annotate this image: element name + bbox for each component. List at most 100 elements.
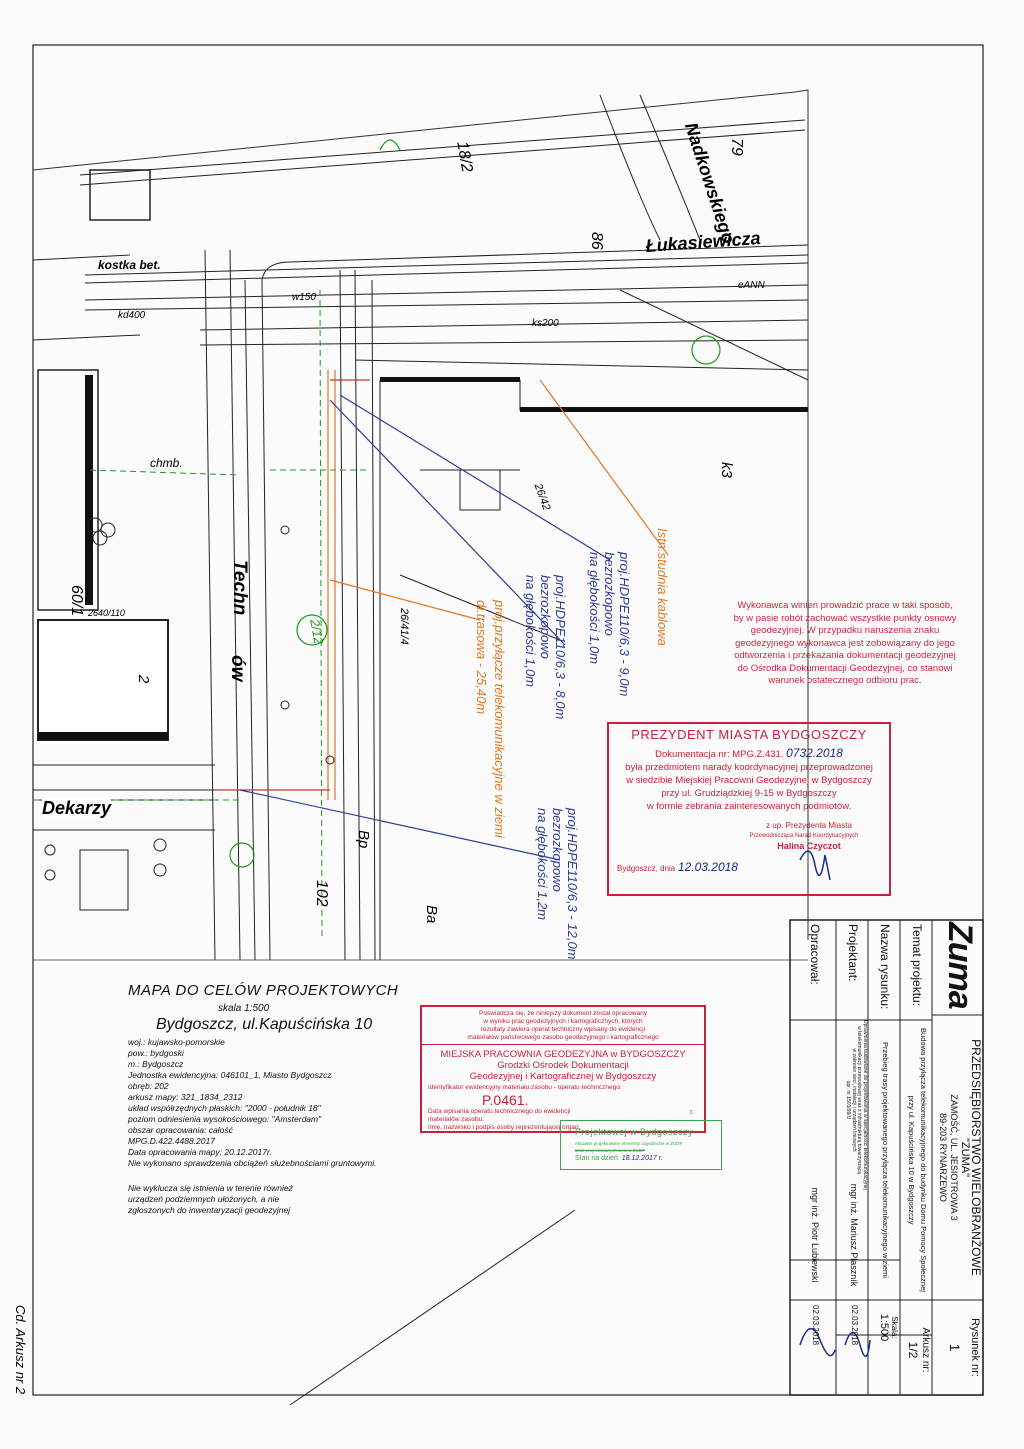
map-label-kd400: kd400 (118, 310, 146, 321)
temat-line-2: przy ul. Kapuścińska 10 w Bydgoszczy (907, 1095, 916, 1225)
company-postcode: 89-203 RYNARZEWO (938, 1113, 948, 1202)
street-label-dekarzy: Dekarzy (42, 798, 112, 819)
annotation-proj3: proj.przyłącze telekomunikacyjne w ziemi… (472, 600, 508, 838)
street-label-techn: Techn (229, 560, 250, 616)
warning-line: by w pasie robót zachować wszystkie punk… (733, 612, 957, 624)
stamp-prezydent: PREZYDENT MIASTA BYDGOSZCZY Dokumentacja… (607, 722, 891, 896)
warning-line: geodezyjnej. W przypadku naruszenia znak… (750, 625, 940, 636)
stamp-prezydent-line: w formie zebrania zainteresowanych podmi… (646, 801, 852, 812)
warning-line: Wykonawca winien prowadzić prace w taki … (737, 600, 953, 611)
stamp-mpg: Poświadcza się, że niniejszy dokument zo… (420, 1005, 706, 1133)
map-label-bp: Bp (355, 830, 372, 849)
annotation-proj4-line3: na głębokości 1,2m (535, 808, 550, 921)
projektant-name: mgr inż. Mariusz Plaszník (849, 1183, 859, 1287)
map-info-line: Data opracowania mapy: 20.12.2017r. (128, 1147, 272, 1157)
title-block-projektant-row: Projektant: Uprawnienia budowlane do pro… (836, 920, 869, 1395)
drawing-number-label: Rysunek nr: (969, 1318, 981, 1377)
stamp-mpg-intro-line: materiałów państwowego zasobu geodezyjne… (467, 1034, 659, 1041)
map-info-note-line: urządzeń podziemnych ułożonych, a nie (128, 1194, 280, 1204)
warning-line: warunek ostatecznego odbioru prac. (768, 675, 922, 686)
map-label-k3: k3 (718, 462, 735, 478)
annotation-proj1-line1: proj.HDPE110/6,3 - 9,0m (617, 552, 632, 697)
stamp-mpg-intro-line: w wyniku prac geodezyjnych i kartografic… (483, 1018, 643, 1025)
map-label-102: 102 (313, 880, 330, 907)
map-label-ba: Ba (423, 905, 440, 924)
map-info-line: m.: Bydgoszcz (128, 1059, 184, 1069)
arkusz-value: 1/2 (906, 1341, 920, 1359)
map-info-note-line: Nie wyklucza się istnienia w terenie rów… (128, 1183, 293, 1193)
map-label-chmb: chmb. (150, 456, 183, 470)
stamp-green-line4: Stan na dzień: 18.12.2017 r. (575, 1155, 721, 1162)
nazwa-value: Przebieg trasy projektowanego przyłącza … (881, 1042, 890, 1278)
annotation-proj1-line3: na głębokości 1,0m (587, 552, 602, 665)
map-info: MAPA DO CELÓW PROJEKTOWYCH skala 1:500 B… (128, 982, 428, 1216)
stamp-prezydent-date: Bydgoszcz, dnia 12.03.2018 (617, 861, 889, 875)
annotation-proj2-line1: proj.HDPE110/6,3 - 8,0m (553, 575, 568, 720)
temat-label: Temat projektu: (910, 924, 924, 1007)
stamp-prezydent-date-value: 12.03.2018 (677, 860, 738, 874)
annotation-istn-studnia: Istn.studnia kablowa (655, 528, 670, 646)
skala-value: 1:500 (878, 1313, 890, 1342)
warning-line: do Ośrodka Dokumentacji Geodezyjnej, co … (737, 662, 953, 674)
arkusz-label: Arkusz nr: (920, 1327, 931, 1373)
stamp-mpg-id-label: Identyfikator ewidencyjny materiału zaso… (428, 1084, 622, 1091)
stamp-mpg-intro: Poświadcza się, że niniejszy dokument zo… (422, 1010, 704, 1042)
warning-line: geodezyjnego wykonawca jest zobowiązany … (735, 637, 955, 649)
map-info-note: Nie wyklucza się istnienia w terenie rów… (128, 1183, 428, 1216)
warning-text: Wykonawca winien prowadzić prace w taki … (720, 600, 970, 688)
map-label-building-2: 2 (135, 675, 152, 684)
stamp-mpg-intro-line: Poświadcza się, że niniejszy dokument zo… (478, 1010, 647, 1017)
stamp-prezydent-line: była przedmiotem narady koordynacyjnej p… (625, 762, 873, 773)
map-label-eann: eANN (738, 280, 765, 291)
annotation-proj4-line1: proj.HDPE110/6,3 - 12,0m (565, 808, 580, 960)
map-info-line: obręb: 202 (128, 1081, 169, 1091)
stamp-prezydent-signer1: z up. Prezydenta Miasta (766, 821, 852, 830)
stamp-mpg-sub1: Grodzki Ośrodek Dokumentacji (497, 1060, 629, 1071)
map-label-26-41-4: 26/41/4 (398, 608, 410, 645)
map-info-place: Bydgoszcz, ul.Kapuścińska 10 (156, 1016, 373, 1033)
annotation-proj1-line2: bezrozkopowo (602, 552, 617, 636)
temat-value: Budowa przyłącza telekomunikacyjnego do … (905, 1020, 929, 1300)
map-label-86: 86 (588, 232, 605, 250)
map-label-2640-110: 2640/110 (88, 608, 125, 618)
temat-line-1: Budowa przyłącza telekomunikacyjnego do … (919, 1028, 928, 1292)
annotation-proj3-line2: dł.trasowa - 25,40m (474, 600, 489, 715)
skala-cell: Skala: 1:500 (878, 1305, 899, 1350)
map-label-kostka: kostka bet. (98, 258, 161, 272)
map-info-line: arkusz mapy: 321_1834_2312 (128, 1092, 243, 1102)
stamp-prezydent-doc-label: Dokumentacja nr: MPG.Z.431. (655, 749, 784, 760)
stamp-prezydent-signer2: Przewodnicząca Narad Koordynacyjnych (749, 833, 859, 839)
map-label-w150: w150 (292, 292, 316, 303)
opracowal-label: Opracował: (808, 924, 822, 985)
title-block-nazwa-row: Nazwa rysunku: Przebieg trasy projektowa… (868, 920, 900, 1395)
stamp-mpg-date-suffix: r. (690, 1109, 694, 1116)
zuma-logo: Zuma (941, 922, 979, 1009)
company-address: ZAMOŚĆ, UL. JESIOTROWA 3 (949, 1094, 959, 1221)
continuation-note: Cd. Arkusz nr 2 (13, 1305, 28, 1395)
map-info-note-line: zgłoszonych do inwentaryzacji geodezyjne… (128, 1205, 291, 1215)
skala-label: Skala: (890, 1316, 899, 1339)
opracowal-name: mgr inż. Piotr Lubiewski (810, 1187, 820, 1283)
company-info: PRZEDSIĘBIORSTWO WIELOBRANŻOWE "ZUMA" ZA… (937, 1020, 983, 1295)
map-label-79: 79 (728, 138, 745, 156)
annotation-proj2-line3: na głębokości 1,0m (523, 575, 538, 688)
arkusz-cell: Arkusz nr: 1/2 (906, 1305, 931, 1395)
map-info-line: woj.: kujawsko-pomorskie (128, 1037, 225, 1047)
map-info-details: woj.: kujawsko-pomorskie pow.: bydgoski … (128, 1037, 428, 1169)
warning-line: odtworzenia i przekazania dokumentacji g… (734, 650, 956, 661)
stamp-prezydent-line: przy ul. Grudziądzkiej 9-15 w Bydgoszczy (661, 788, 837, 799)
title-block-company-row: Zuma PRZEDSIĘBIORSTWO WIELOBRANŻOWE "ZUM… (932, 920, 983, 1395)
street-label-techn-end: ów (227, 655, 248, 682)
annotation-proj1: proj.HDPE110/6,3 - 9,0m bezrozkopowo na … (587, 552, 632, 696)
stamp-green-date-label: Stan na dzień: (575, 1155, 620, 1162)
annotation-proj4: proj.HDPE110/6,3 - 12,0m bezrozkopowo na… (535, 808, 580, 960)
annotation-proj2: proj.HDPE110/6,3 - 8,0m bezrozkopowo na … (523, 575, 568, 719)
stamp-green-line1: Projektowej w Bydgoszczy (575, 1127, 694, 1137)
map-info-scale: skala 1:500 (218, 1003, 270, 1014)
map-info-line: Nie wykonano sprawdzenia obciążeń służeb… (128, 1158, 377, 1168)
stamp-green-line3: Brak projektowanych sieci w ZUDP (575, 1148, 646, 1153)
map-info-line: poziom odniesienia wysokościowego: "Amst… (128, 1114, 322, 1124)
stamp-prezydent-line: w siedzibie Miejskiej Pracowni Geodezyjn… (626, 775, 872, 786)
